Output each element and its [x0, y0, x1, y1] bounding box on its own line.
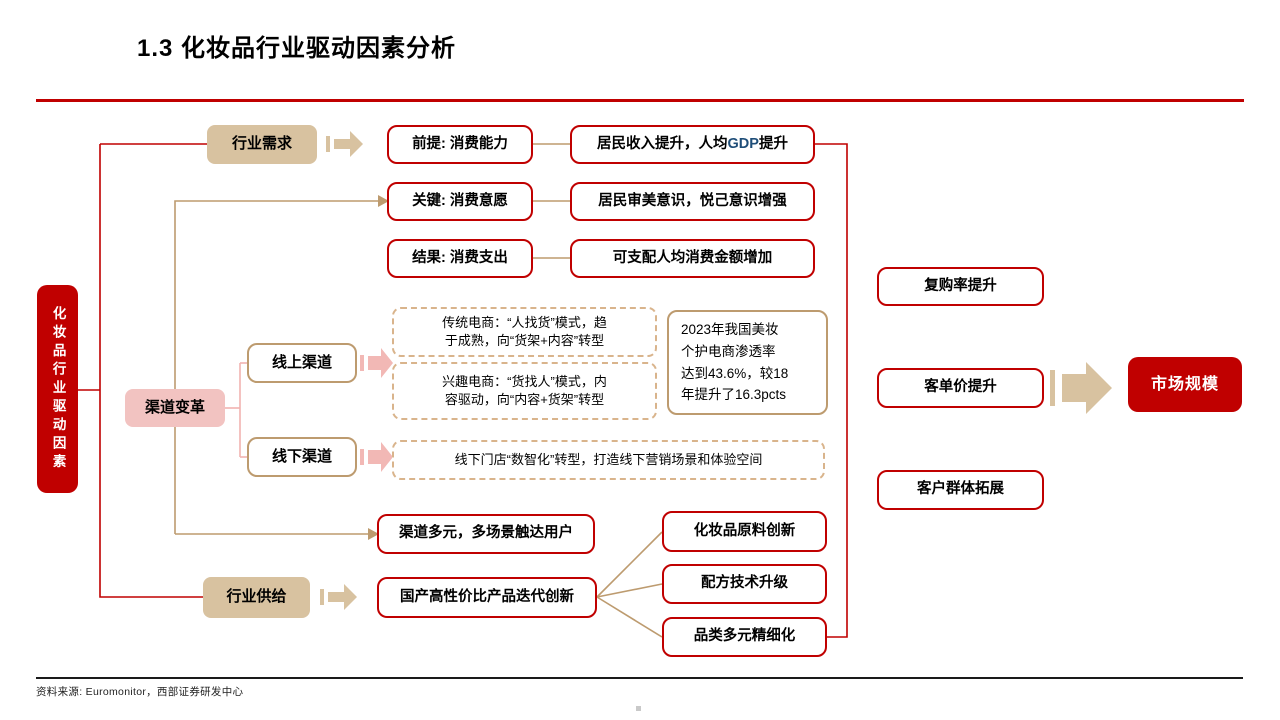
interest-ecommerce-note: 兴趣电商：“货找人”模式，内 容驱动，向“内容+货架”转型 [392, 362, 657, 420]
traditional-ecommerce-note: 传统电商：“人找货”模式，趋 于成熟，向“货架+内容”转型 [392, 307, 657, 357]
tan-arrowhead-icons [368, 195, 389, 540]
offline-store-note: 线下门店“数智化”转型，打造线下营销场景和体验空间 [392, 440, 825, 480]
offline-channel-node: 线下渠道 [247, 437, 357, 477]
demand-key-result-node: 居民审美意识，悦己意识增强 [570, 182, 815, 221]
supply-striped-arrow-icon [320, 584, 357, 610]
branch-supply: 行业供给 [203, 577, 310, 618]
page-title: 1.3 化妆品行业驱动因素分析 [137, 35, 457, 62]
footer-divider [36, 677, 1243, 679]
root-node: 化妆品行业驱动因素 [37, 285, 78, 493]
pink-connector-lines [225, 362, 247, 458]
income-text-tail: 提升 [758, 135, 788, 152]
demand-key-node: 关键: 消费意愿 [387, 182, 533, 221]
branch-demand: 行业需求 [207, 125, 317, 164]
offline-striped-arrow-icon [360, 442, 393, 472]
title-divider [36, 99, 1244, 102]
domestic-product-node: 国产高性价比产品迭代创新 [377, 577, 597, 618]
branch-channel: 渠道变革 [125, 389, 225, 427]
repurchase-rate-node: 复购率提升 [877, 267, 1044, 306]
average-order-value-node: 客单价提升 [877, 368, 1044, 408]
gdp-text: GDP [727, 135, 759, 152]
market-striped-arrow-icon [1050, 362, 1112, 414]
customer-base-node: 客户群体拓展 [877, 470, 1044, 510]
income-text: 居民收入提升，人均 [597, 135, 728, 152]
demand-outcome-result-node: 可支配人均消费金额增加 [570, 239, 815, 278]
market-size-node: 市场规模 [1128, 357, 1242, 412]
online-striped-arrow-icon [360, 348, 393, 378]
demand-striped-arrow-icon [326, 131, 363, 157]
slide-footer-dot [636, 706, 641, 711]
online-channel-node: 线上渠道 [247, 343, 357, 383]
penetration-stat-note: 2023年我国美妆 个护电商渗透率 达到43.6%，较18 年提升了16.3pc… [667, 310, 828, 415]
demand-premise-node: 前提: 消费能力 [387, 125, 533, 164]
multi-channel-node: 渠道多元，多场景触达用户 [377, 514, 595, 554]
category-refinement-node: 品类多元精细化 [662, 617, 827, 657]
demand-outcome-node: 结果: 消费支出 [387, 239, 533, 278]
formula-upgrade-node: 配方技术升级 [662, 564, 827, 604]
source-note: 资料来源: Euromonitor，西部证券研发中心 [36, 686, 244, 698]
raw-material-node: 化妆品原料创新 [662, 511, 827, 552]
